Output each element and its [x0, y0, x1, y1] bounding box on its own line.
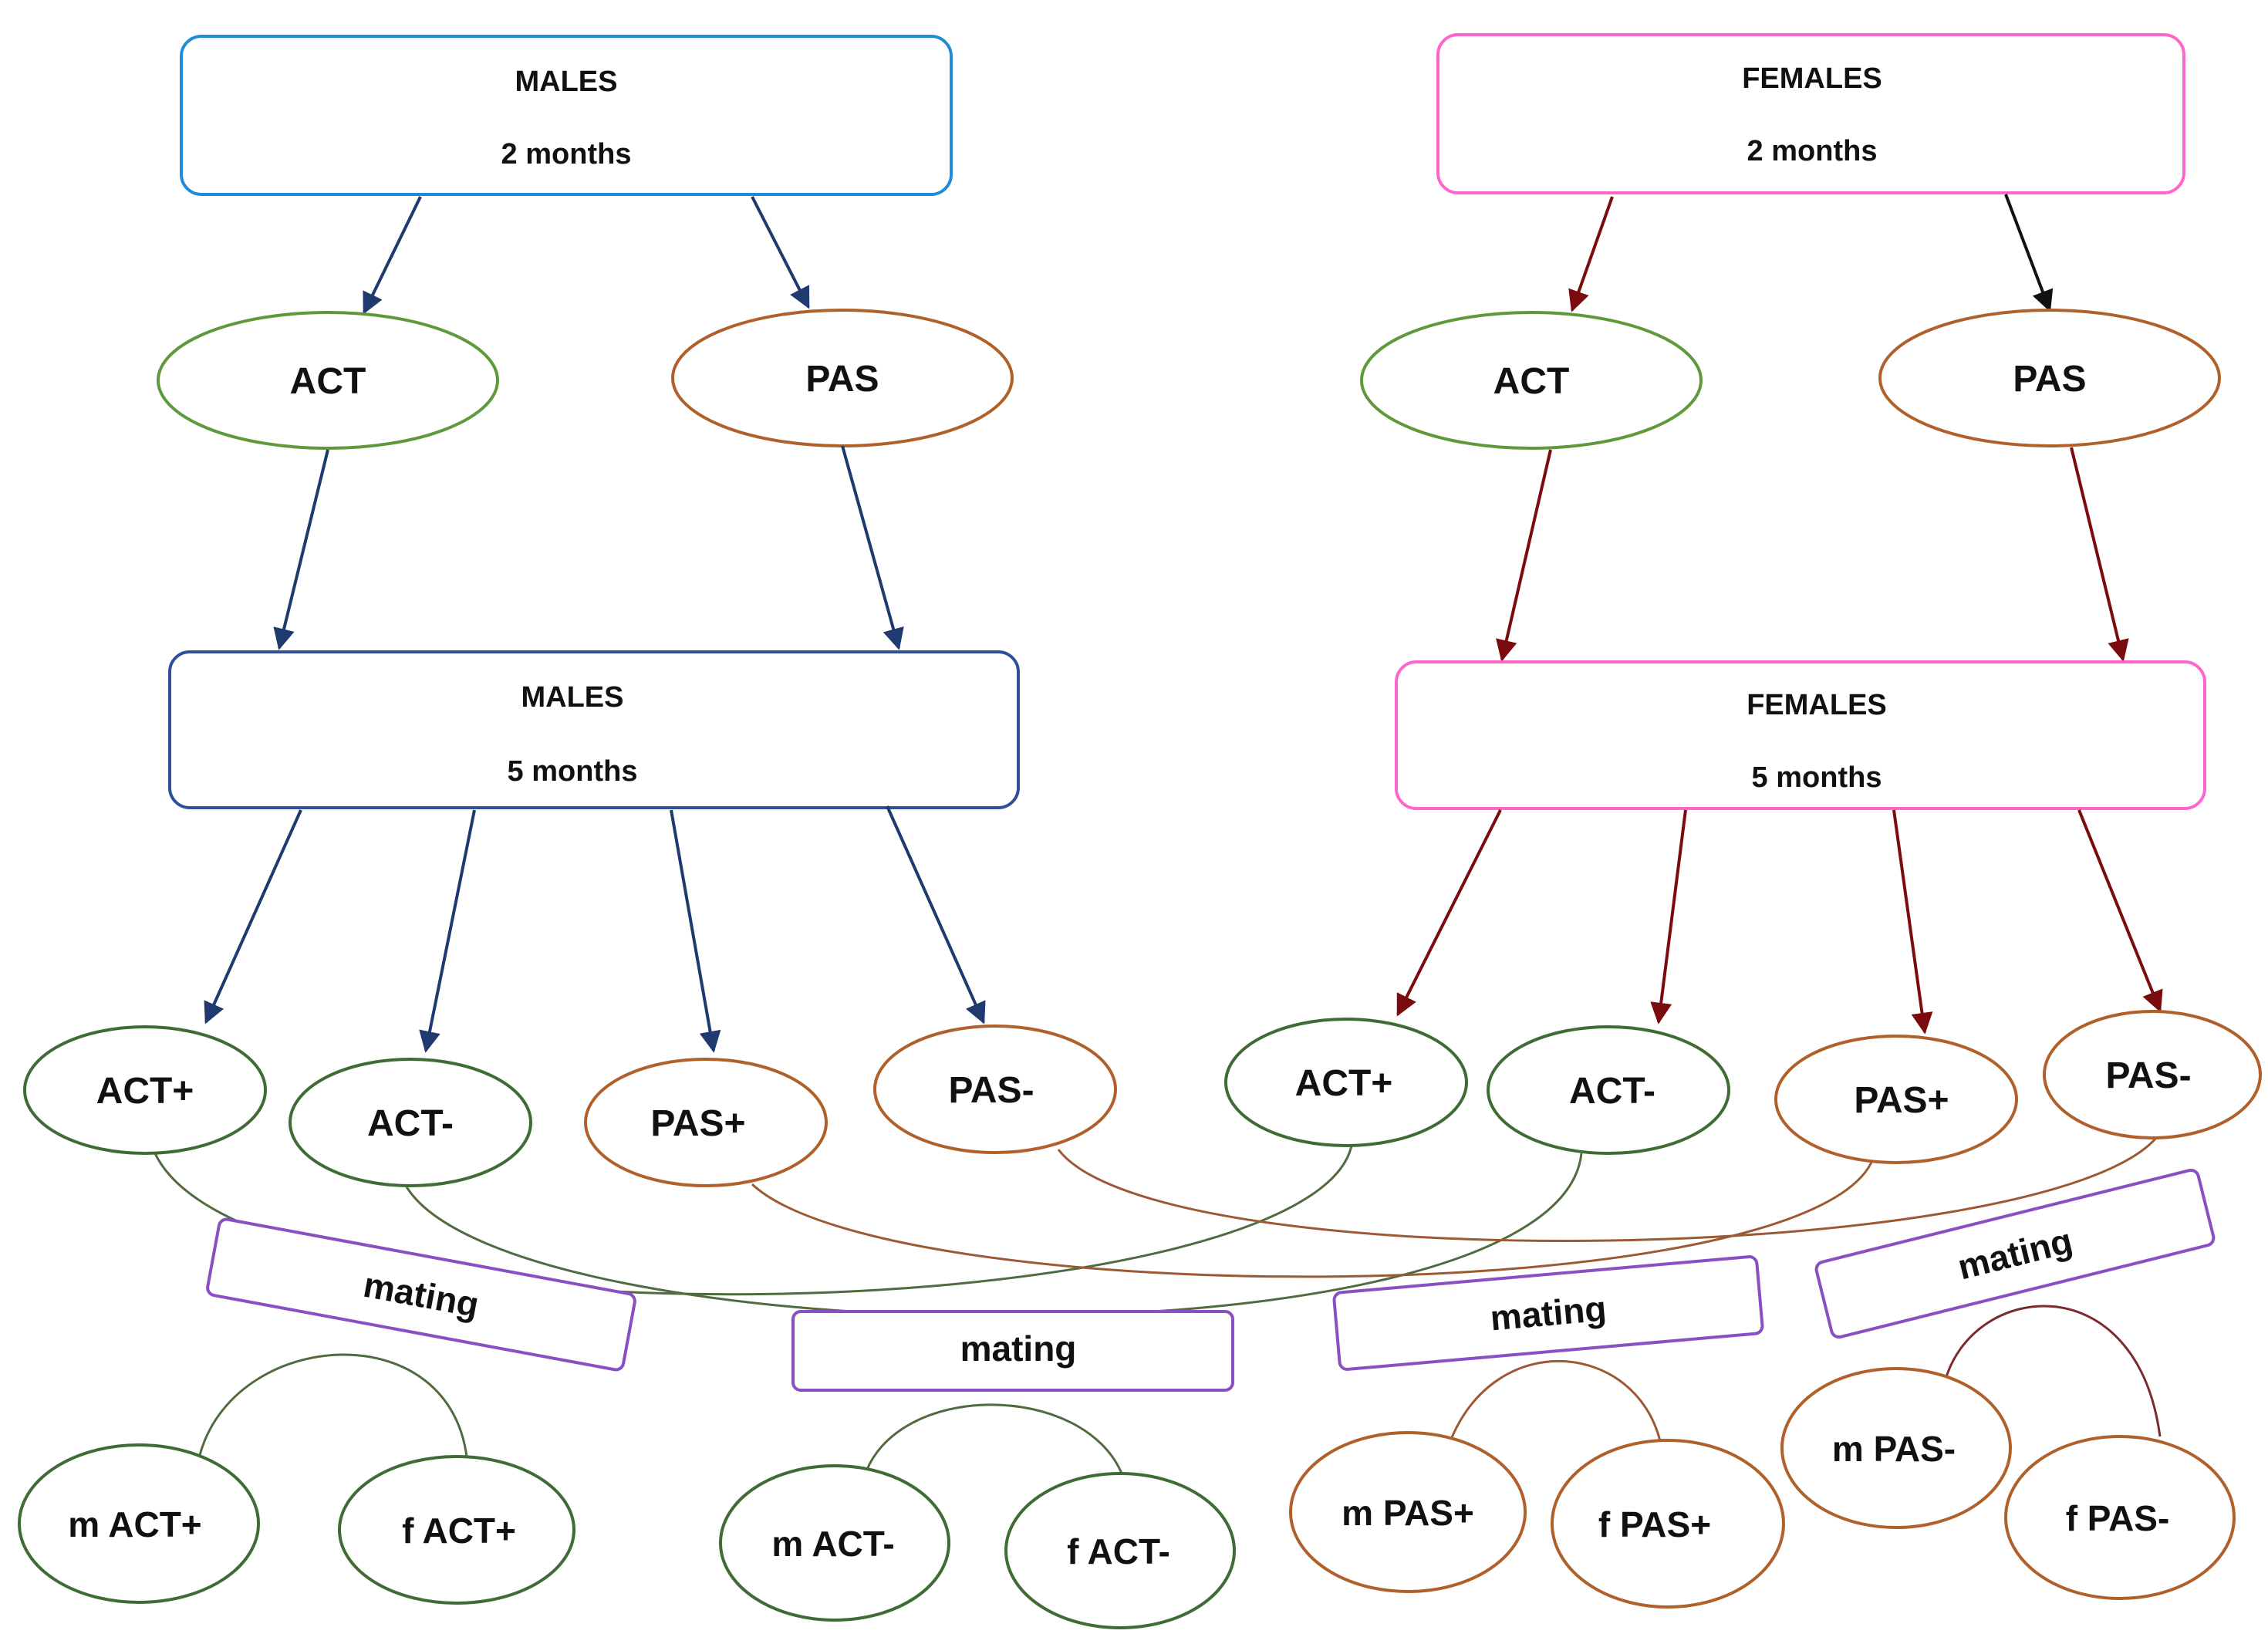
arrow-males-to-act [363, 196, 422, 315]
female-pas-plus-oval: PAS+ [1774, 1035, 2018, 1164]
female-act-minus-oval: ACT- [1487, 1025, 1730, 1155]
females-2m-age: 2 months [1747, 135, 1878, 167]
females-5m-title: FEMALES [1747, 689, 1887, 721]
arrow-female-act-to-5m [1496, 449, 1552, 662]
offspring-m-act-plus-oval: m ACT+ [18, 1443, 260, 1604]
female-act-label: ACT [1493, 361, 1570, 402]
arrow-m5-to-act-plus [204, 809, 302, 1025]
offspring-f-act-minus-label: f ACT- [1067, 1531, 1170, 1571]
arrow-m5-to-act-minus [419, 809, 476, 1053]
offspring-f-act-plus-oval: f ACT+ [338, 1455, 575, 1605]
male-pas-plus-label: PAS+ [650, 1103, 745, 1144]
males-2m-title: MALES [515, 66, 618, 98]
arrow-females-to-pas [2004, 194, 2054, 312]
pair-curve-pas-minus [1057, 1137, 2158, 1242]
females-2-months-box: FEMALES 2 months [1436, 33, 2185, 194]
mating-box-pas-plus: mating [1332, 1255, 1764, 1371]
male-pas-minus-label: PAS- [948, 1070, 1034, 1111]
male-act-oval: ACT [157, 311, 499, 450]
female-act-minus-label: ACT- [1569, 1071, 1655, 1112]
female-act-oval: ACT [1360, 311, 1703, 450]
arrow-m5-to-pas-plus [670, 809, 721, 1053]
mating-box-pas-minus: mating [1814, 1168, 2216, 1339]
females-5m-age: 5 months [1752, 761, 1882, 794]
arrow-f5-to-act-plus [1396, 809, 1502, 1017]
offspring-m-pas-plus-label: m PAS+ [1342, 1493, 1474, 1533]
offspring-m-act-minus-oval: m ACT- [719, 1464, 950, 1622]
offspring-m-act-plus-label: m ACT+ [68, 1504, 201, 1544]
offspring-m-pas-minus-label: m PAS- [1832, 1429, 1956, 1469]
male-act-plus-label: ACT+ [96, 1071, 194, 1112]
arrow-f5-to-pas-minus [2077, 809, 2163, 1013]
mating-box-act-minus: mating [791, 1310, 1234, 1392]
offspring-arc-act-minus [862, 1403, 1124, 1478]
arrow-males-to-pas [751, 196, 810, 309]
males-5m-title: MALES [521, 681, 624, 714]
male-pas-plus-oval: PAS+ [584, 1058, 828, 1187]
mating-label-2: mating [960, 1328, 1077, 1369]
offspring-f-pas-minus-oval: f PAS- [2004, 1435, 2236, 1600]
male-act-label: ACT [290, 361, 366, 402]
female-pas-oval: PAS [1878, 309, 2221, 447]
male-pas-label: PAS [805, 359, 879, 400]
arrow-f5-to-pas-plus [1892, 809, 1933, 1035]
offspring-f-act-plus-label: f ACT+ [402, 1511, 516, 1551]
males-5m-age: 5 months [508, 755, 638, 788]
offspring-f-pas-plus-oval: f PAS+ [1551, 1439, 1785, 1609]
female-pas-plus-label: PAS+ [1854, 1080, 1949, 1121]
offspring-arc-pas-plus [1449, 1360, 1662, 1442]
male-act-minus-oval: ACT- [289, 1058, 532, 1187]
male-pas-minus-oval: PAS- [873, 1025, 1117, 1154]
arrow-m5-to-pas-minus [886, 805, 986, 1025]
females-2m-title: FEMALES [1742, 62, 1882, 95]
arrow-male-act-to-5m [273, 449, 329, 650]
females-5-months-box: FEMALES 5 months [1395, 660, 2206, 810]
offspring-f-pas-plus-label: f PAS+ [1598, 1504, 1711, 1544]
offspring-arc-pas-minus [1944, 1305, 2162, 1437]
offspring-arc-act-plus [197, 1353, 469, 1465]
male-pas-oval: PAS [671, 309, 1014, 447]
arrow-females-to-act [1568, 196, 1614, 312]
offspring-f-act-minus-oval: f ACT- [1004, 1472, 1236, 1629]
males-5-months-box: MALES 5 months [168, 650, 1020, 809]
offspring-m-pas-minus-oval: m PAS- [1780, 1367, 2012, 1529]
pair-curve-pas-plus [751, 1158, 1875, 1278]
male-act-plus-oval: ACT+ [23, 1025, 267, 1155]
males-2m-age: 2 months [501, 138, 632, 170]
arrow-f5-to-act-minus [1650, 809, 1687, 1025]
male-act-minus-label: ACT- [367, 1103, 454, 1144]
arrow-male-pas-to-5m [841, 445, 904, 650]
offspring-m-act-minus-label: m ACT- [771, 1524, 894, 1564]
offspring-f-pas-minus-label: f PAS- [2066, 1498, 2170, 1538]
female-pas-minus-label: PAS- [2105, 1055, 2191, 1096]
arrow-female-pas-to-5m [2070, 447, 2129, 662]
female-act-plus-label: ACT+ [1295, 1063, 1393, 1104]
female-pas-label: PAS [2013, 359, 2086, 400]
males-2-months-box: MALES 2 months [180, 35, 953, 196]
offspring-m-pas-plus-oval: m PAS+ [1289, 1431, 1527, 1593]
female-act-plus-oval: ACT+ [1224, 1018, 1468, 1147]
mating-box-act-plus: mating [206, 1217, 636, 1372]
female-pas-minus-oval: PAS- [2043, 1010, 2262, 1139]
